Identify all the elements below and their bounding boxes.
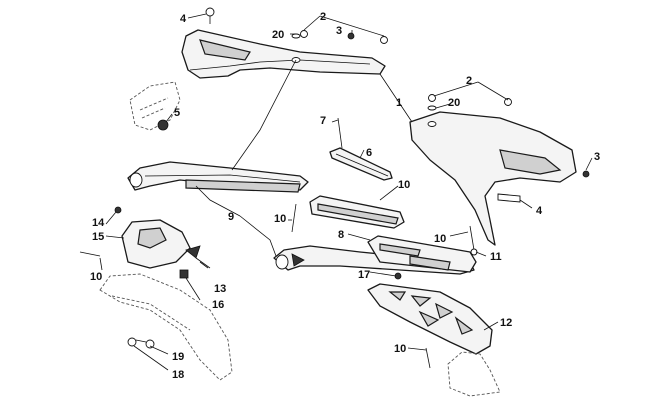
callout-2-top: 2 [320,11,326,23]
callout-15: 15 [92,231,104,243]
strap [329,147,393,181]
callout-20-top: 20 [272,29,284,41]
bracket-upper [309,195,405,229]
callout-4-top: 4 [180,13,187,25]
right-side-panel [409,111,577,246]
callout-10-c: 10 [434,233,446,245]
callout-labels: 4 2 20 3 5 1 2 20 7 6 10 3 4 9 10 14 15 … [90,11,600,381]
callout-3-right: 3 [594,151,600,163]
left-panel-ghost-mount [129,81,181,131]
callout-19: 19 [172,351,184,363]
skid-plate-ghost-mount [447,351,501,397]
mount-bracket [121,219,201,269]
callout-18: 18 [172,369,184,381]
callout-7: 7 [320,115,326,127]
callout-2-right: 2 [466,75,472,87]
hardware [79,7,590,369]
callout-16: 16 [212,299,224,311]
callout-12: 12 [500,317,512,329]
callout-10-d: 10 [90,271,102,283]
skid-plate [367,283,493,355]
callout-11: 11 [490,251,502,263]
callout-17: 17 [358,269,370,281]
left-side-panel [181,29,386,79]
callout-13: 13 [214,283,226,295]
callout-3-top: 3 [336,25,342,37]
callout-5: 5 [174,107,180,119]
callout-4-right: 4 [536,205,543,217]
callout-20-right: 20 [448,97,460,109]
callout-8: 8 [338,229,344,241]
callout-10-a: 10 [398,179,410,191]
leader-lines [99,13,593,371]
bracket-lower [367,235,477,273]
frame-ghost [99,273,233,381]
callout-10-e: 10 [394,343,406,355]
upper-rail-bar [127,161,309,193]
callout-14: 14 [92,217,105,229]
callout-10-b: 10 [274,213,286,225]
callout-6: 6 [366,147,372,159]
callout-9: 9 [228,211,234,223]
callout-1: 1 [396,97,402,109]
